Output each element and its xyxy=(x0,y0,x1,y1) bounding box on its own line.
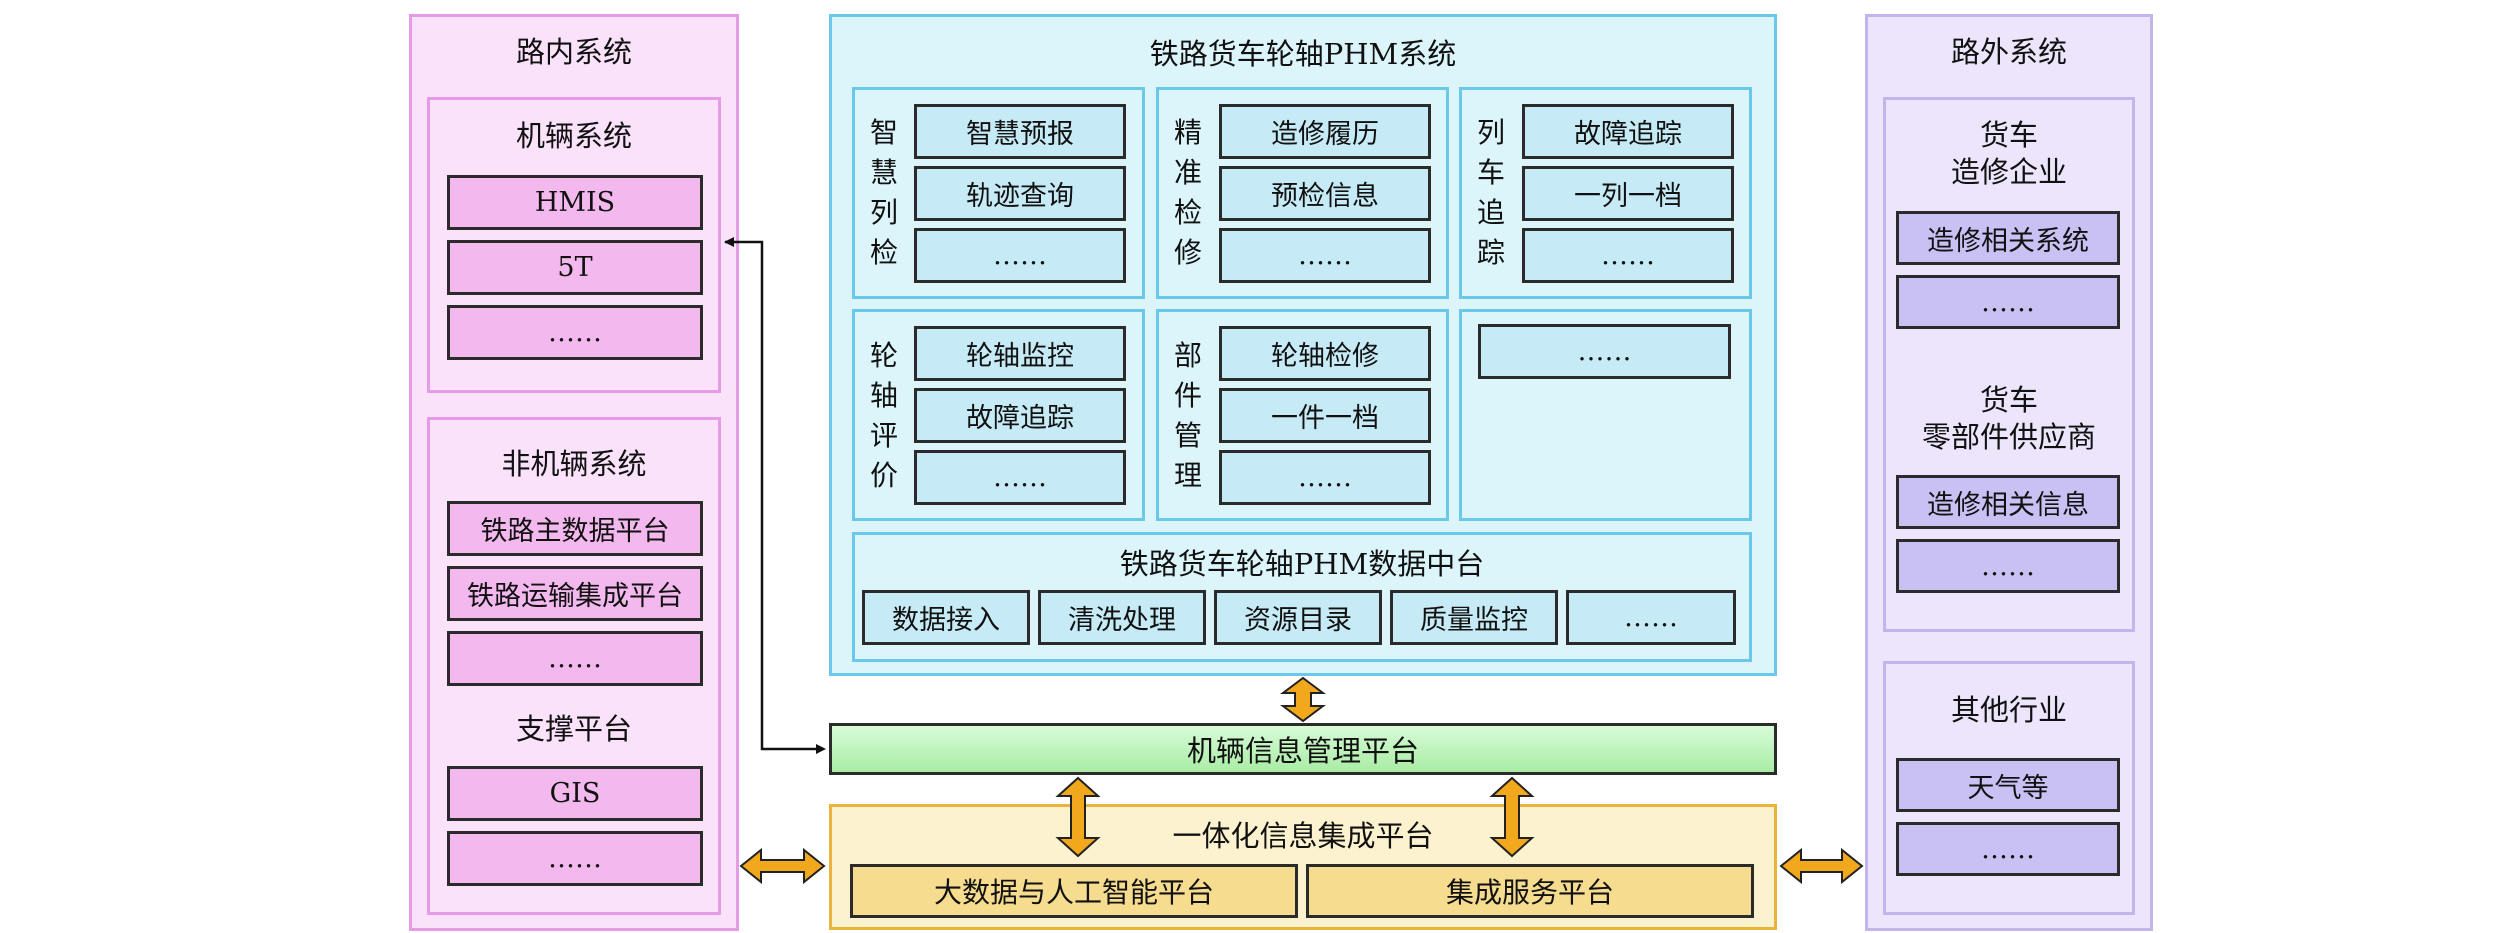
loco-systems-title: 机辆系统 xyxy=(515,119,632,153)
support-platform-title: 支撑平台 xyxy=(515,712,632,746)
label-char: 轴 xyxy=(869,379,898,412)
hmis-box: HMIS xyxy=(447,175,703,230)
label-char: 检 xyxy=(1173,196,1202,229)
label-char: 慧 xyxy=(869,156,898,189)
precise-repair-more-box: …… xyxy=(1219,228,1431,283)
internal-to-integration-arrow xyxy=(739,847,826,885)
nonloco-systems-title: 非机辆系统 xyxy=(501,447,647,481)
module-train-tracking-label: 列 车 追 踪 xyxy=(1473,113,1509,273)
support-more-box: …… xyxy=(447,831,703,886)
module-component-management-label: 部 件 管 理 xyxy=(1170,336,1206,496)
label-char: 评 xyxy=(869,419,898,452)
5t-box: 5T xyxy=(447,240,703,295)
integration-service-platform-box: 集成服务平台 xyxy=(1306,864,1754,918)
loco-more-box: …… xyxy=(447,305,703,360)
fault-tracking-box: 故障追踪 xyxy=(1522,104,1734,159)
phm-data-hub-title: 铁路货车轮轴PHM数据中台 xyxy=(1119,547,1485,581)
module-axle-evaluation-label: 轮 轴 评 价 xyxy=(866,336,902,496)
rail-transport-platform-box: 铁路运输集成平台 xyxy=(447,566,703,621)
freight-repair-title-line2: 造修企业 xyxy=(1950,155,2067,189)
module-other-more-box: …… xyxy=(1478,324,1731,379)
platform-to-integration-arrow-left xyxy=(1055,776,1101,858)
freight-repair-title-line1: 货车 xyxy=(1979,118,2038,152)
label-char: 理 xyxy=(1173,459,1202,492)
label-char: 检 xyxy=(869,236,898,269)
repair-systems-box: 造修相关系统 xyxy=(1896,211,2120,265)
quality-monitoring-box: 质量监控 xyxy=(1390,590,1558,645)
axle-repair-box: 轮轴检修 xyxy=(1219,326,1431,381)
platform-to-integration-arrow-right xyxy=(1489,776,1535,858)
integration-platform-title: 一体化信息集成平台 xyxy=(1172,819,1434,853)
repair-info-box: 造修相关信息 xyxy=(1896,475,2120,529)
smart-inspection-more-box: …… xyxy=(914,228,1126,283)
axle-monitoring-box: 轮轴监控 xyxy=(914,326,1126,381)
train-tracking-more-box: …… xyxy=(1522,228,1734,283)
data-hub-more-box: …… xyxy=(1566,590,1736,645)
data-cleaning-box: 清洗处理 xyxy=(1038,590,1206,645)
label-char: 列 xyxy=(869,196,898,229)
parts-supplier-title-line2: 零部件供应商 xyxy=(1921,420,2096,454)
label-char: 准 xyxy=(1173,156,1202,189)
label-char: 修 xyxy=(1173,236,1202,269)
repair-history-box: 造修履历 xyxy=(1219,104,1431,159)
label-char: 轮 xyxy=(869,339,898,372)
repair-more-box: …… xyxy=(1896,275,2120,329)
parts-supplier-title-line1: 货车 xyxy=(1979,383,2038,417)
phm-system-title: 铁路货车轮轴PHM系统 xyxy=(1149,37,1457,71)
axle-fault-tracking-box: 故障追踪 xyxy=(914,388,1126,443)
other-more-box: …… xyxy=(1896,822,2120,876)
label-char: 车 xyxy=(1476,156,1505,189)
label-char: 追 xyxy=(1476,196,1505,229)
one-part-one-file-box: 一件一档 xyxy=(1219,388,1431,443)
loco-to-platform-connector xyxy=(724,237,820,751)
loco-info-management-platform: 机辆信息管理平台 xyxy=(829,723,1777,775)
label-char: 价 xyxy=(869,459,898,492)
module-precise-repair-label: 精 准 检 修 xyxy=(1170,113,1206,273)
label-char: 件 xyxy=(1173,379,1202,412)
gis-box: GIS xyxy=(447,766,703,821)
pre-inspection-box: 预检信息 xyxy=(1219,166,1431,221)
data-ingestion-box: 数据接入 xyxy=(862,590,1030,645)
supplier-more-box: …… xyxy=(1896,539,2120,593)
internal-systems-title: 路内系统 xyxy=(515,35,632,69)
one-train-one-file-box: 一列一档 xyxy=(1522,166,1734,221)
other-industries-title: 其他行业 xyxy=(1950,693,2067,727)
label-char: 部 xyxy=(1173,339,1202,372)
smart-forecast-box: 智慧预报 xyxy=(914,104,1126,159)
resource-catalog-box: 资源目录 xyxy=(1214,590,1382,645)
nonloco-more-box: …… xyxy=(447,631,703,686)
label-char: 智 xyxy=(869,116,898,149)
label-char: 精 xyxy=(1173,116,1202,149)
integration-to-external-arrow xyxy=(1779,847,1864,885)
weather-box: 天气等 xyxy=(1896,758,2120,812)
bigdata-ai-platform-box: 大数据与人工智能平台 xyxy=(850,864,1298,918)
label-char: 列 xyxy=(1476,116,1505,149)
component-more-box: …… xyxy=(1219,450,1431,505)
platform-arrowhead xyxy=(816,744,826,754)
label-char: 管 xyxy=(1173,419,1202,452)
rail-master-data-box: 铁路主数据平台 xyxy=(447,501,703,556)
module-smart-inspection-label: 智 慧 列 检 xyxy=(866,113,902,273)
track-query-box: 轨迹查询 xyxy=(914,166,1126,221)
label-char: 踪 xyxy=(1476,236,1505,269)
axle-evaluation-more-box: …… xyxy=(914,450,1126,505)
phm-to-platform-arrow xyxy=(1280,676,1326,723)
external-systems-title: 路外系统 xyxy=(1950,35,2067,69)
